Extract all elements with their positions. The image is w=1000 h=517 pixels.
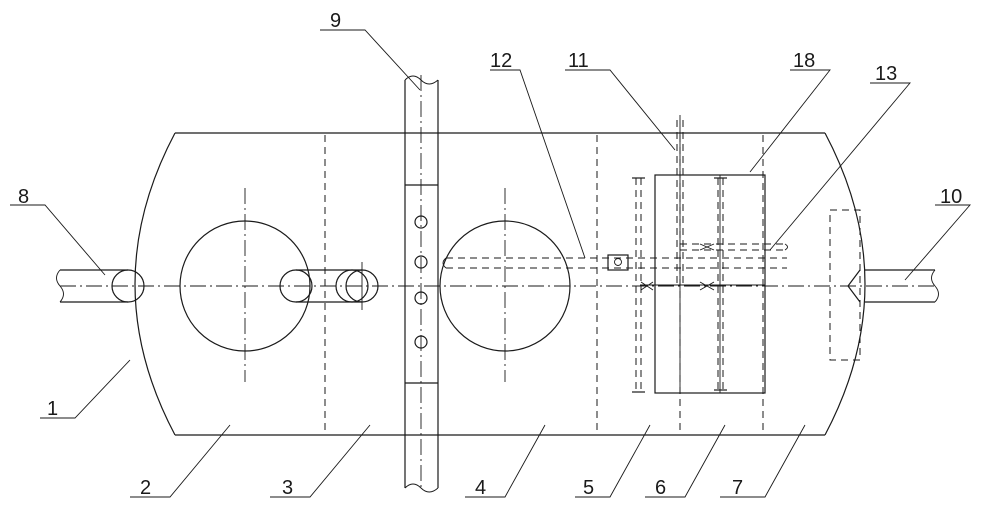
label-9: 9 (330, 10, 341, 32)
label-4: 4 (475, 477, 486, 499)
outlet-pipe (865, 269, 939, 303)
label-11: 11 (568, 50, 589, 72)
support-rod-inner (714, 177, 727, 391)
label-13: 13 (875, 63, 897, 85)
support-rod-left (632, 177, 645, 393)
manhole-left (179, 188, 311, 382)
label-1: 1 (47, 398, 58, 420)
label-18: 18 (793, 50, 815, 72)
inlet-pipe (56, 269, 145, 303)
label-8: 8 (18, 186, 29, 208)
compartment-partitions (324, 135, 764, 433)
label-2: 2 (140, 477, 151, 499)
vertical-riser-pipe (404, 75, 439, 493)
label-5: 5 (583, 477, 594, 499)
distribution-pipe (442, 254, 787, 271)
branch-pipe (680, 243, 788, 251)
label-10: 10 (940, 186, 962, 208)
filter-module (640, 115, 766, 394)
label-7: 7 (732, 477, 743, 499)
air-pipe (676, 120, 684, 287)
label-12: 12 (490, 50, 512, 72)
leader-lines (10, 29, 971, 498)
tank-body (134, 132, 866, 436)
label-6: 6 (655, 477, 666, 499)
transfer-pipe (279, 262, 379, 310)
label-3: 3 (282, 477, 293, 499)
manhole-middle (439, 188, 571, 382)
outlet-baffle (829, 209, 861, 361)
